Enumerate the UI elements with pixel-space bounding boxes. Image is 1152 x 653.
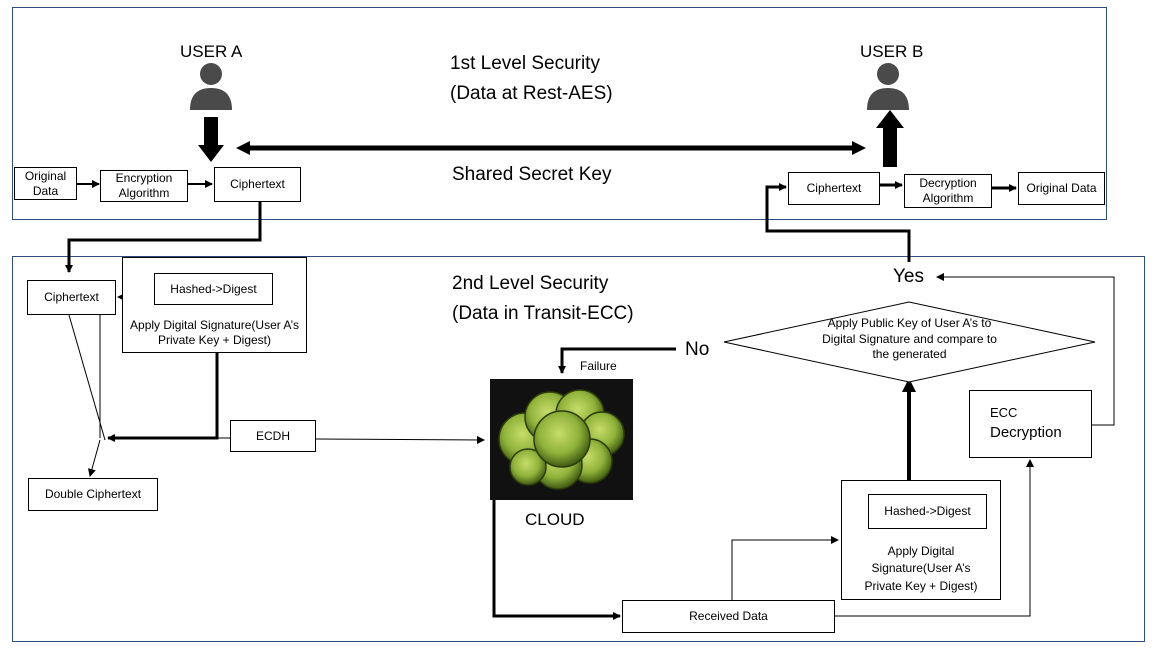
user-a-label: USER A: [180, 42, 243, 61]
decision-diamond: [723, 301, 1096, 383]
level2-subtitle: (Data in Transit-ECC): [452, 303, 634, 324]
user-b-icon: [865, 62, 911, 115]
received-data-box: Received Data: [622, 600, 835, 633]
ecc-label: ECC: [990, 405, 1018, 420]
level2-title: 2nd Level Security: [452, 273, 609, 294]
level1-subtitle: (Data at Rest-AES): [450, 83, 613, 104]
decision-text: Apply Public Key of User A’s to Digital …: [822, 316, 997, 362]
shared-key-label: Shared Secret Key: [452, 164, 612, 185]
shared-key-arrow: [236, 141, 866, 155]
cloud-label: CLOUD: [525, 510, 585, 529]
level2-panel: [12, 256, 1145, 642]
double-ciphertext-box: Double Ciphertext: [28, 478, 158, 511]
hashed-digest-b-box: Hashed->Digest: [868, 494, 987, 529]
digital-signature-box: Apply Digital Signature(User A’s Private…: [122, 257, 307, 353]
hashed-digest-box: Hashed->Digest: [154, 273, 273, 305]
level1-title: 1st Level Security: [450, 53, 600, 74]
decryption-algorithm-box: Decryption Algorithm: [904, 174, 992, 208]
user-b-label: USER B: [860, 42, 924, 61]
ciphertext-l2-box: Ciphertext: [27, 280, 116, 315]
ecdh-box: ECDH: [230, 420, 316, 452]
user-a-down-arrow: [198, 117, 224, 162]
ecc-decryption-box: ECC Decryption: [969, 390, 1092, 458]
original-data-box: Original Data: [14, 167, 77, 200]
user-a-icon: [188, 62, 234, 115]
ciphertext-a-box: Ciphertext: [214, 167, 301, 202]
cloud-icon: [498, 389, 625, 490]
level1-panel: [12, 7, 1107, 220]
ciphertext-b-box: Ciphertext: [788, 172, 880, 205]
user-b-up-arrow: [876, 110, 904, 167]
digital-signature-label: Apply Digital Signature(User A’s Private…: [130, 318, 299, 347]
yes-label: Yes: [893, 266, 924, 287]
failure-label: Failure: [580, 359, 617, 373]
digital-signature-b-label: Apply Digital Signature(User A’s Private…: [864, 543, 978, 593]
encryption-algorithm-box: Encryption Algorithm: [100, 170, 188, 202]
decryption-label: Decryption: [990, 424, 1062, 442]
no-label: No: [685, 339, 710, 360]
cloud-image: [490, 379, 633, 500]
original-data-b-box: Original Data: [1018, 172, 1105, 205]
